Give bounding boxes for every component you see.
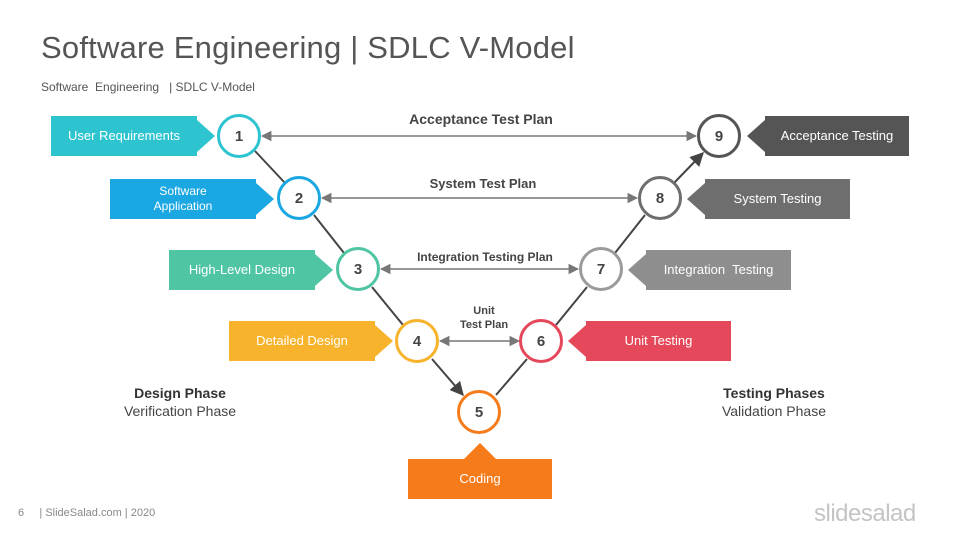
node-9-number: 9 <box>714 127 724 145</box>
unit-plan-label: Unit Test Plan <box>444 304 524 332</box>
connector-1-2 <box>254 150 286 184</box>
node-6-number: 6 <box>536 332 546 350</box>
coding-box: Coding <box>408 443 552 499</box>
footer-text: | SlideSalad.com | 2020 <box>39 507 156 519</box>
node-8: 8 <box>638 176 682 220</box>
software-application-line2: Application <box>153 199 213 213</box>
node-4: 4 <box>395 319 439 363</box>
unit-testing-label: Unit Testing <box>624 333 693 348</box>
connector-7-8 <box>614 214 646 254</box>
page-title: Software Engineering | SDLC V-Model <box>41 30 575 65</box>
node-7: 7 <box>579 247 623 291</box>
connector-2-3 <box>313 214 345 254</box>
unit-testing-box: Unit Testing <box>568 321 731 361</box>
software-application-box: Software Application <box>110 179 274 219</box>
connector-8-9 <box>673 151 704 184</box>
software-application-text: Software Application <box>154 184 213 214</box>
node-9: 9 <box>697 114 741 158</box>
node-1-number: 1 <box>234 127 244 145</box>
high-level-design-label: High-Level Design <box>188 262 296 277</box>
node-5: 5 <box>457 390 501 434</box>
node-3: 3 <box>336 247 380 291</box>
testing-phase-heading: Testing Phases <box>723 385 825 401</box>
brand-logo: slidesalad <box>814 500 916 527</box>
node-1: 1 <box>217 114 261 158</box>
system-plan-label: System Test Plan <box>429 176 537 191</box>
system-testing-box: System Testing <box>687 179 850 219</box>
connector-6-7 <box>555 286 588 326</box>
testing-phase-subheading: Validation Phase <box>721 403 827 419</box>
acceptance-plan-label: Acceptance Test Plan <box>409 111 553 127</box>
connector-5-6 <box>495 358 528 396</box>
connector-3-4 <box>371 286 404 326</box>
integration-testing-box: Integration Testing <box>628 250 791 290</box>
detailed-design-box: Detailed Design <box>229 321 393 361</box>
connector-4-5 <box>431 358 464 397</box>
unit-plan-line1: Unit <box>473 305 495 317</box>
unit-plan-line2: Test Plan <box>459 319 509 331</box>
design-phase-subheading: Verification Phase <box>123 403 237 419</box>
node-5-number: 5 <box>474 403 484 421</box>
high-level-design-box: High-Level Design <box>169 250 333 290</box>
acceptance-testing-box: Acceptance Testing <box>747 116 909 156</box>
user-requirements-label: User Requirements <box>68 128 180 143</box>
user-requirements-box: User Requirements <box>51 116 215 156</box>
detailed-design-label: Detailed Design <box>256 333 348 348</box>
software-application-line1: Software <box>159 184 207 198</box>
node-2: 2 <box>277 176 321 220</box>
integration-plan-label: Integration Testing Plan <box>417 250 553 264</box>
node-4-number: 4 <box>412 332 422 350</box>
page-number: 6 <box>18 507 25 519</box>
footer: 6 | SlideSalad.com | 2020 <box>18 507 155 519</box>
design-phase-heading: Design Phase <box>134 385 226 401</box>
acceptance-testing-label: Acceptance Testing <box>780 128 894 143</box>
system-testing-label: System Testing <box>733 191 822 206</box>
node-6: 6 <box>519 319 563 363</box>
coding-label: Coding <box>459 471 501 486</box>
page-subtitle: Software Engineering | SDLC V-Model <box>41 80 255 94</box>
node-8-number: 8 <box>655 189 665 207</box>
node-3-number: 3 <box>353 260 363 278</box>
node-7-number: 7 <box>596 260 606 278</box>
node-2-number: 2 <box>294 189 304 207</box>
integration-testing-label: Integration Testing <box>663 262 774 277</box>
